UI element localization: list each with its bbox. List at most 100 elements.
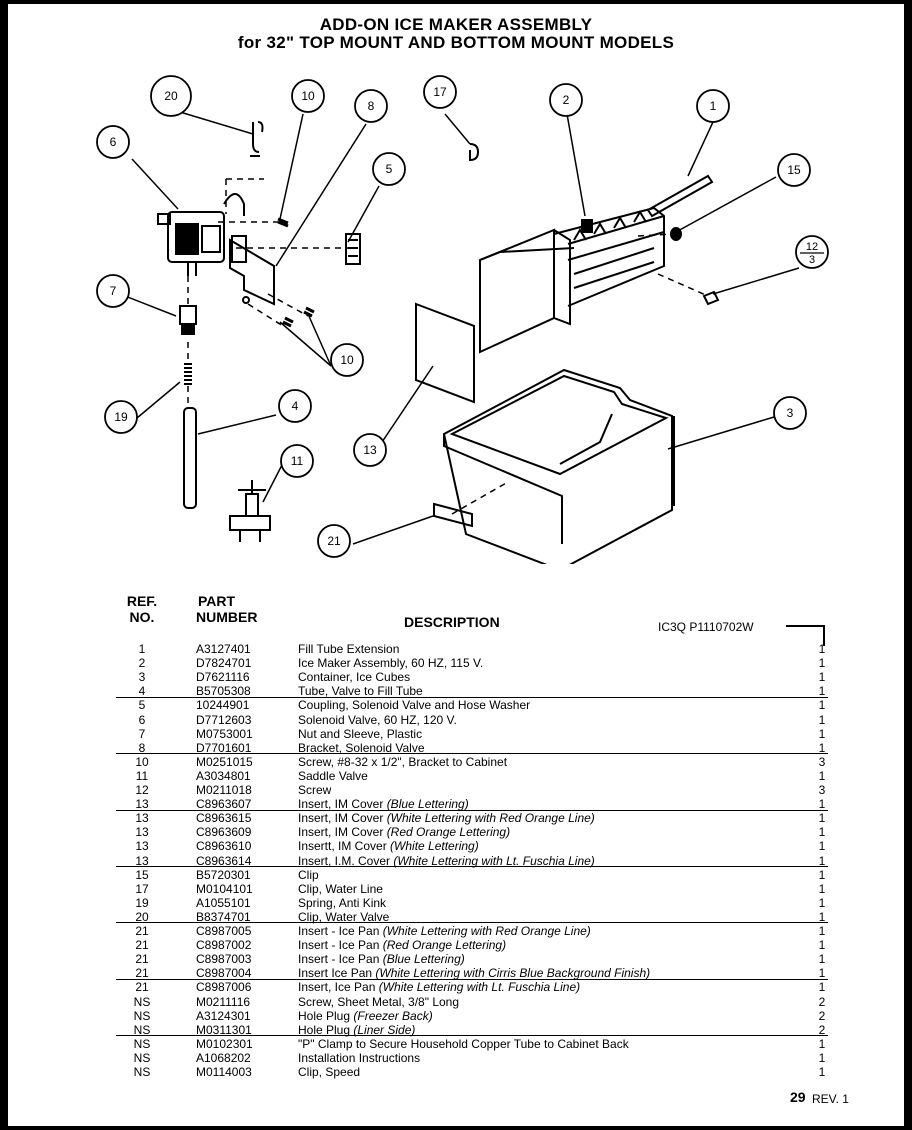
ref-cell: 6 (138, 712, 146, 727)
part-number-cell: C8963615 (196, 811, 252, 826)
part-number-cell: M0311301 (196, 1022, 252, 1037)
callout-18: 21 (317, 524, 351, 558)
callout-circle (150, 75, 192, 117)
callout-label: 13 (363, 443, 377, 457)
ref-cell: 4 (138, 684, 146, 699)
sheet-title: ADD-ON ICE MAKER ASSEMBLY (319, 15, 593, 34)
solenoid-valve (157, 193, 245, 276)
callout-17: 11 (280, 444, 314, 478)
quantity-cell: 1 (818, 839, 826, 854)
fill-tube (183, 407, 197, 509)
quantity-cell: 1 (818, 670, 826, 685)
group-divider (116, 809, 828, 811)
group-divider (116, 696, 828, 698)
callout-7: 6 (96, 125, 130, 159)
callout-circle (317, 524, 351, 558)
ref-cell: 13 (135, 825, 149, 840)
description-cell: Solenoid Valve, 60 HZ, 120 V. (298, 712, 457, 727)
quantity-cell: 1 (818, 1050, 826, 1065)
group-divider (116, 1035, 828, 1037)
callout-label: 6 (110, 135, 117, 149)
callout-label: 19 (114, 410, 128, 424)
part-number-cell: C8987006 (196, 980, 252, 995)
group-divider (116, 922, 828, 924)
description-cell: Clip, Water Valve (298, 909, 390, 924)
callout-label: 1 (710, 99, 717, 113)
ref-cell: NS (133, 1036, 151, 1051)
quantity-cell: 3 (818, 783, 826, 797)
ref-cell: NS (133, 1022, 151, 1037)
description-cell: Hole Plug (Liner Side) (298, 1022, 416, 1037)
fill-tube-extension (646, 174, 714, 218)
ref-cell: 19 (135, 895, 149, 910)
ref-cell: 10 (135, 754, 149, 769)
quantity-cell: 1 (818, 726, 826, 741)
ref-cell: 7 (138, 726, 146, 741)
description-cell: Insert, Ice Pan (White Lettering with Lt… (298, 980, 581, 995)
quantity-cell: 1 (818, 924, 826, 938)
part-number-cell: C8963609 (196, 825, 252, 840)
ref-cell: 20 (135, 909, 149, 924)
quantity-cell: 1 (818, 895, 826, 910)
quantity-cell: 1 (818, 1036, 826, 1051)
ref-cell: 13 (135, 839, 149, 854)
callout-circle (104, 400, 138, 434)
coupling-washer (345, 233, 361, 265)
callout-circle (96, 274, 130, 308)
part-number-cell: M0251015 (196, 754, 253, 769)
callout-circle (291, 79, 325, 113)
description-cell: "P" Clamp to Secure Household Copper Tub… (298, 1036, 629, 1051)
col-part-header-1: PART (198, 593, 236, 609)
ref-cell: NS (133, 994, 151, 1009)
callout-8: 5 (372, 152, 406, 186)
col-ref-header-2: NO. (129, 609, 155, 625)
ref-cell: 21 (135, 938, 149, 953)
ref-cell: 17 (135, 881, 149, 896)
part-number-cell: D7712603 (196, 712, 252, 727)
description-cell: Hole Plug (Freezer Back) (298, 1008, 433, 1023)
callout-label: 20 (164, 89, 178, 103)
part-number-cell: M0114003 (196, 1065, 252, 1079)
part-number-cell: A3124301 (196, 1008, 251, 1023)
callout-circle (354, 89, 388, 123)
ref-cell: 8 (138, 740, 146, 755)
ice-pan-insert (433, 502, 473, 528)
ref-cell: 13 (135, 853, 149, 868)
ref-cell: 3 (138, 670, 146, 685)
quantity-cell: 1 (818, 768, 826, 783)
description-cell: Insert - Ice Pan (Blue Lettering) (298, 952, 465, 967)
parts-sheet: ADD-ON ICE MAKER ASSEMBLY for 32" TOP MO… (8, 4, 904, 1126)
quantity-cell: 1 (818, 853, 826, 868)
part-number-cell: M0102301 (196, 1036, 253, 1051)
revision: REV. 1 (812, 1092, 849, 1106)
description-cell: Screw (298, 783, 332, 797)
description-cell: Tube, Valve to Fill Tube (298, 684, 423, 699)
callout-label: 4 (292, 399, 299, 413)
part-number-cell: D7824701 (196, 656, 252, 671)
solenoid-bracket (229, 235, 275, 306)
callout-14: 4 (278, 389, 312, 423)
group-divider (116, 978, 828, 980)
ref-cell: NS (133, 1065, 151, 1079)
quantity-cell: 3 (818, 754, 826, 769)
callout-13: 19 (104, 400, 138, 434)
description-cell: Spring, Anti Kink (298, 895, 387, 910)
col-ref-header-1: REF. (126, 593, 158, 609)
clip-15 (670, 227, 682, 241)
part-number-cell: M0753001 (196, 726, 253, 741)
part-number-cell: A1068202 (196, 1050, 251, 1065)
quantity-cell: 1 (818, 825, 826, 840)
